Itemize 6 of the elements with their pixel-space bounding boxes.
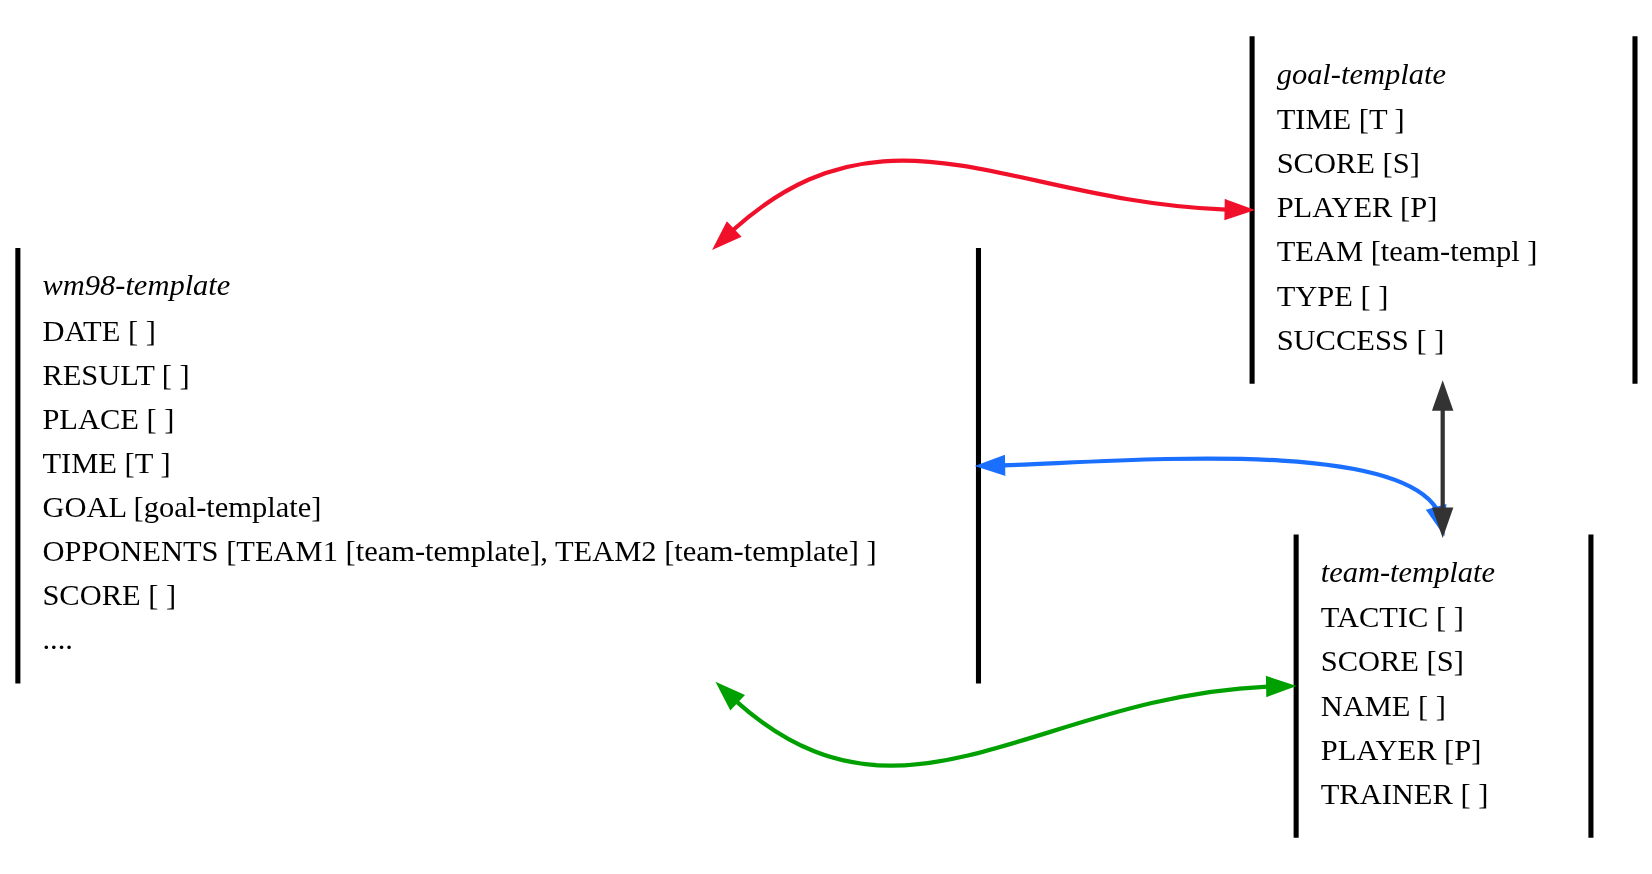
node-text: wm98-template DATE [ ] RESULT [ ] PLACE [ ] TIME [T ] GOAL [goal-template] OPPONENTS [TEAM1 [team-template], TEAM2 [team-template] ] SCORE [ ] ....: [42, 268, 877, 657]
arrow: [712, 158, 1256, 250]
node-text: goal-template TIME [T ] SCORE [S] PLAYER [P] TEAM [team-templ ] TYPE [ ] SUCCESS [ ]: [1276, 56, 1538, 357]
arrow: [715, 675, 1297, 768]
arrow: [1432, 380, 1454, 539]
node-text: team-template TACTIC [ ] SCORE [S] NAME [ ] PLAYER [P] TRAINER [ ]: [1320, 554, 1496, 811]
